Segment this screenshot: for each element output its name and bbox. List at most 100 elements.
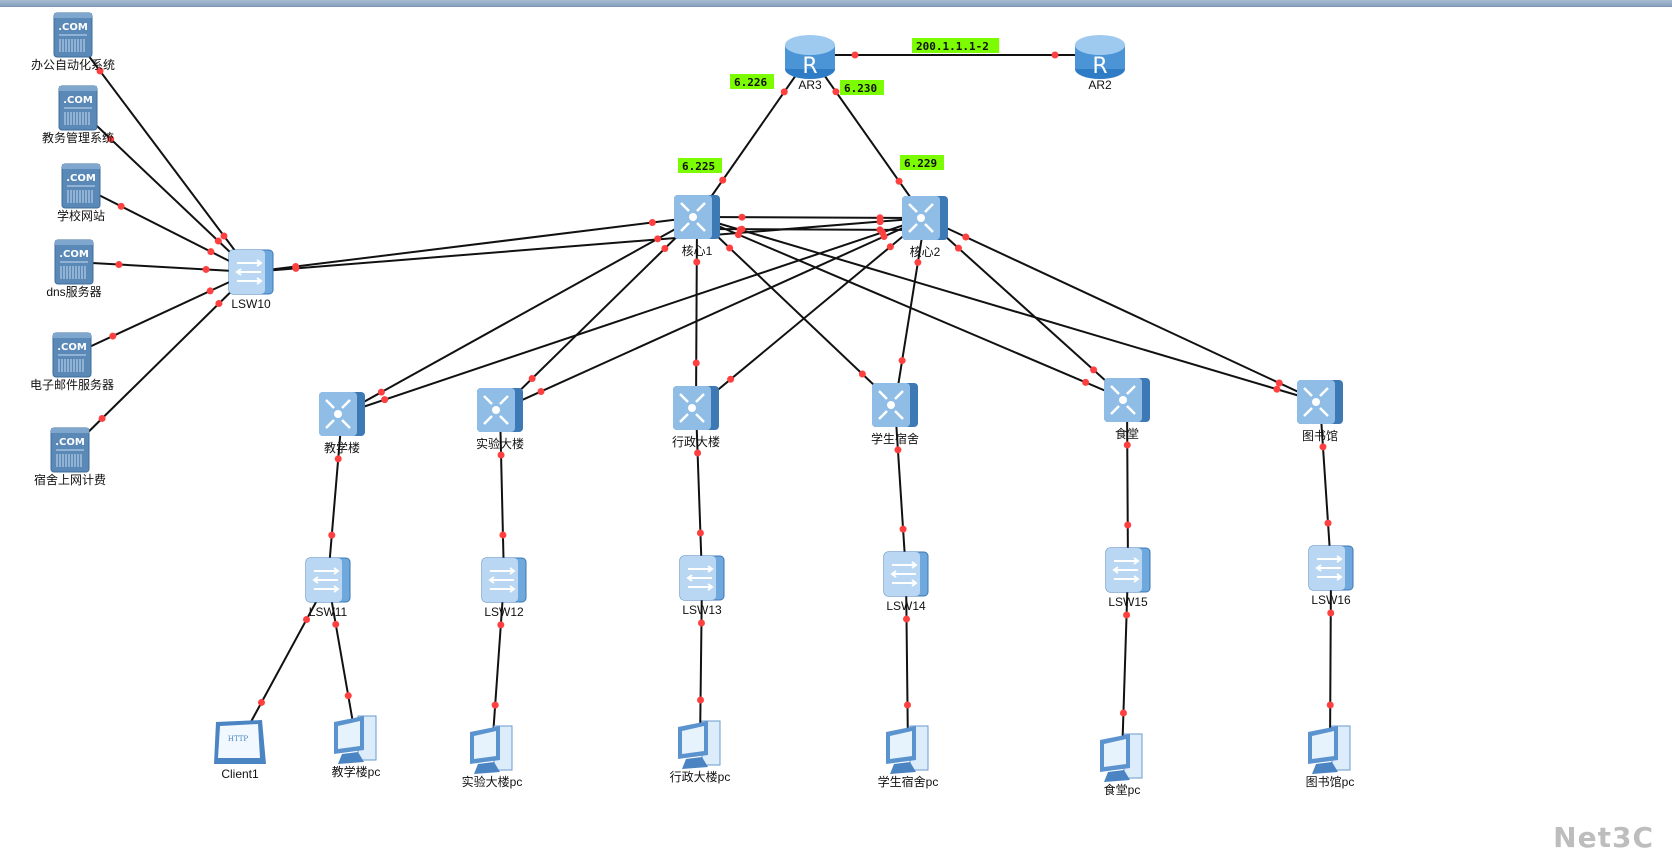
l3switch-d1[interactable]: 教学楼: [319, 392, 365, 455]
device-label: 实验大楼pc: [462, 774, 523, 789]
port-indicator: [537, 387, 545, 395]
link-core1-d2[interactable]: [499, 216, 698, 411]
link-core2-d1[interactable]: [341, 217, 926, 415]
link-srv5-lsw10[interactable]: [71, 271, 252, 356]
l3switch-d5[interactable]: 食堂: [1104, 378, 1150, 441]
link-lsw12-pc2[interactable]: [491, 579, 505, 751]
link-lsw15-pc5[interactable]: [1121, 569, 1129, 759]
ip-label[interactable]: 200.1.1.1-2: [912, 38, 1000, 53]
port-indicator: [98, 414, 106, 422]
switch-lsw11[interactable]: LSW11: [305, 557, 351, 619]
link-srv3-lsw10[interactable]: [80, 185, 252, 273]
switch-icon: [1105, 547, 1151, 593]
port-indicator: [497, 451, 505, 459]
link-lsw10-core1[interactable]: [250, 216, 698, 273]
pc-icon: [1100, 733, 1143, 782]
ip-label[interactable]: 6.226: [730, 74, 774, 89]
link-core1-d6[interactable]: [696, 216, 1321, 403]
link-ar3-core2[interactable]: [809, 54, 926, 219]
ports-layer: [96, 51, 1335, 717]
device-label: AR2: [1088, 78, 1112, 92]
pc-pc5[interactable]: 食堂pc: [1100, 733, 1143, 797]
svg-text:R: R: [802, 54, 817, 79]
link-d5-lsw15[interactable]: [1126, 399, 1129, 571]
port-indicator: [1273, 385, 1281, 393]
link-core2-d3[interactable]: [695, 217, 926, 409]
pc-pc3[interactable]: 行政大楼pc: [670, 720, 731, 784]
pc-pc1[interactable]: 教学楼pc: [332, 715, 381, 779]
link-d4-lsw14[interactable]: [894, 404, 907, 575]
pc-pc4[interactable]: 学生宿舍pc: [878, 725, 939, 789]
link-core1-core2[interactable]: [696, 216, 926, 219]
device-label: LSW12: [484, 605, 524, 619]
link-core2-d5[interactable]: [924, 217, 1128, 401]
svg-text:200.1.1.1-2: 200.1.1.1-2: [916, 40, 989, 53]
pc-pc2[interactable]: 实验大楼pc: [462, 725, 523, 789]
l3switch-d2[interactable]: 实验大楼: [476, 388, 524, 451]
port-indicator: [1123, 441, 1131, 449]
link-core1-d3[interactable]: [695, 216, 698, 409]
link-d3-lsw13[interactable]: [695, 407, 703, 579]
port-indicator: [206, 287, 214, 295]
l3switch-core2[interactable]: 核心2: [902, 196, 948, 259]
switch-lsw16[interactable]: LSW16: [1308, 545, 1354, 607]
ip-labels-layer: 200.1.1.1-2 6.226 6.230 6.225 6.229: [678, 38, 1000, 173]
switch-lsw10[interactable]: LSW10: [228, 249, 274, 311]
l3switch-d3[interactable]: 行政大楼: [672, 386, 720, 449]
port-indicator: [903, 615, 911, 623]
link-core2-d4[interactable]: [894, 217, 926, 406]
switch-lsw12[interactable]: LSW12: [481, 557, 527, 619]
link-core1-d5[interactable]: [696, 216, 1128, 401]
svg-text:6.226: 6.226: [734, 76, 767, 89]
device-label: 核心2: [910, 245, 941, 259]
switch-lsw14[interactable]: LSW14: [883, 551, 929, 613]
link-lsw11-client1[interactable]: [239, 579, 329, 743]
link-srv1-lsw10[interactable]: [72, 34, 252, 273]
device-label: 图书馆pc: [1306, 774, 1355, 789]
port-indicator: [726, 244, 734, 252]
l3switch-d4[interactable]: 学生宿舍: [871, 383, 919, 446]
server-icon: .COM: [61, 163, 101, 209]
port-indicator: [303, 616, 311, 624]
port-indicator: [115, 261, 123, 269]
pc-pc6[interactable]: 图书馆pc: [1306, 725, 1355, 789]
link-lsw11-pc1[interactable]: [327, 579, 357, 741]
link-lsw10-core2[interactable]: [250, 217, 926, 273]
link-lsw13-pc3[interactable]: [699, 577, 703, 746]
switch-lsw13[interactable]: LSW13: [679, 555, 725, 617]
link-core2-d6[interactable]: [924, 217, 1321, 403]
l3switch-icon: [673, 386, 719, 430]
l3switch-core1[interactable]: 核心1: [674, 195, 720, 258]
device-label: Client1: [221, 767, 259, 781]
l3switch-d6[interactable]: 图书馆: [1297, 380, 1343, 443]
link-lsw14-pc4[interactable]: [905, 573, 909, 751]
link-srv4-lsw10[interactable]: [73, 261, 252, 273]
link-d1-lsw11[interactable]: [327, 413, 343, 581]
ip-label[interactable]: 6.225: [678, 158, 722, 173]
switch-lsw15[interactable]: LSW15: [1105, 547, 1151, 609]
link-core1-d1[interactable]: [341, 216, 698, 415]
ip-label[interactable]: 6.230: [840, 80, 884, 95]
port-indicator: [107, 135, 115, 143]
port-indicator: [851, 51, 859, 59]
link-ar3-core1[interactable]: [696, 54, 811, 218]
link-lsw16-pc6[interactable]: [1329, 567, 1332, 751]
link-d2-lsw12[interactable]: [499, 409, 505, 581]
link-d6-lsw16[interactable]: [1319, 401, 1332, 569]
l3switch-icon: [477, 388, 523, 432]
port-indicator: [692, 359, 700, 367]
device-label: LSW13: [682, 603, 722, 617]
ip-label[interactable]: 6.229: [900, 155, 944, 170]
link-srv2-lsw10[interactable]: [77, 107, 252, 273]
link-core2-d2[interactable]: [499, 217, 926, 411]
